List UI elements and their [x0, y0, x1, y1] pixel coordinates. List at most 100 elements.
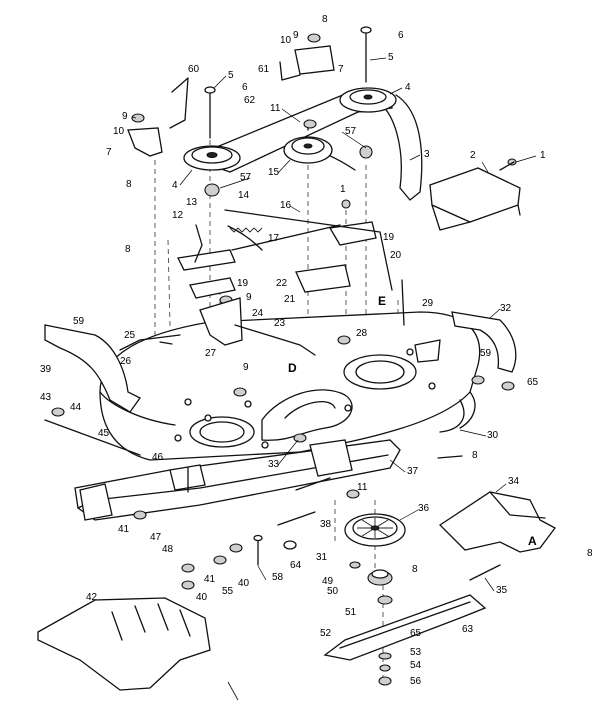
callout-40: 40 [196, 592, 208, 603]
callout-4: 4 [405, 82, 411, 93]
side-arms [44, 311, 517, 413]
blade [323, 594, 487, 661]
mulch-plate [438, 491, 556, 553]
callout-65: 65 [410, 628, 422, 639]
callout-10: 10 [113, 126, 125, 137]
leader-lines [131, 57, 537, 592]
callout-65: 65 [527, 377, 539, 388]
callout-48: 48 [162, 544, 174, 555]
callout-1: 1 [340, 184, 346, 195]
rods-springs [44, 77, 515, 581]
callout-9: 9 [246, 292, 252, 303]
callout-39: 39 [40, 364, 52, 375]
callout-47: 47 [150, 532, 162, 543]
callout-34: 34 [508, 476, 520, 487]
callout-38: 38 [320, 519, 332, 530]
mower-deck [99, 311, 481, 461]
callout-60: 60 [188, 64, 200, 75]
callout-8: 8 [412, 564, 418, 575]
callout-10: 10 [280, 35, 292, 46]
callout-11: 11 [357, 482, 368, 493]
callout-19: 19 [383, 232, 395, 243]
callout-4: 4 [172, 180, 178, 191]
callout-54: 54 [410, 660, 422, 671]
callout-42: 42 [86, 592, 98, 603]
callout-25: 25 [124, 330, 136, 341]
callout-8: 8 [587, 548, 593, 559]
callout-2: 2 [470, 150, 476, 161]
callout-19: 19 [237, 278, 249, 289]
callout-28: 28 [356, 328, 368, 339]
marker-e: E [378, 294, 386, 308]
marker-a: A [528, 534, 537, 548]
callout-22: 22 [276, 278, 288, 289]
callout-5: 5 [388, 52, 394, 63]
callout-1: 1 [540, 150, 546, 161]
brackets [127, 45, 377, 346]
callout-9: 9 [293, 30, 299, 41]
callout-41: 41 [204, 574, 216, 585]
callout-31: 31 [316, 552, 328, 563]
callout-55: 55 [222, 586, 234, 597]
callout-44: 44 [70, 402, 82, 413]
callout-59: 59 [480, 348, 492, 359]
callout-57: 57 [240, 172, 252, 183]
callout-8: 8 [472, 450, 478, 461]
callout-40: 40 [238, 578, 250, 589]
callout-45: 45 [98, 428, 110, 439]
deck-edge-30 [439, 399, 465, 433]
callout-53: 53 [410, 647, 422, 658]
callout-6: 6 [242, 82, 248, 93]
callout-8: 8 [125, 244, 131, 255]
callout-20: 20 [390, 250, 402, 261]
callout-51: 51 [345, 607, 357, 618]
reference-tick [227, 681, 239, 701]
callout-62: 62 [244, 95, 256, 106]
callout-52: 52 [320, 628, 332, 639]
callout-63: 63 [462, 624, 474, 635]
callout-27: 27 [205, 348, 217, 359]
callout-16: 16 [280, 200, 292, 211]
callout-14: 14 [238, 190, 250, 201]
callout-3: 3 [424, 149, 430, 160]
discharge-chute [37, 597, 211, 691]
callout-12: 12 [172, 210, 184, 221]
callout-9: 9 [122, 111, 128, 122]
callout-5: 5 [228, 70, 234, 81]
front-baffle [74, 439, 401, 521]
callout-32: 32 [500, 303, 512, 314]
callout-43: 43 [40, 392, 52, 403]
callout-56: 56 [410, 676, 422, 687]
callout-labels: 1 1 2 3 4 4 5 5 6 6 7 7 8 8 8 8 8 8 9 9 … [40, 14, 593, 687]
callout-35: 35 [496, 585, 508, 596]
callout-23: 23 [274, 318, 286, 329]
belt-guard [429, 167, 521, 231]
callout-17: 17 [268, 233, 280, 244]
callout-61: 61 [258, 64, 270, 75]
callout-41: 41 [118, 524, 130, 535]
callout-21: 21 [284, 294, 296, 305]
callout-57: 57 [345, 126, 357, 137]
callout-33: 33 [268, 459, 280, 470]
callout-37: 37 [407, 466, 419, 477]
callout-29: 29 [422, 298, 434, 309]
marker-d: D [288, 361, 297, 375]
callout-26: 26 [120, 356, 132, 367]
callout-13: 13 [186, 197, 198, 208]
callout-6: 6 [398, 30, 404, 41]
callout-59: 59 [73, 316, 85, 327]
callout-46: 46 [152, 452, 164, 463]
callout-24: 24 [252, 308, 264, 319]
callout-49: 49 [322, 576, 334, 587]
callout-7: 7 [106, 147, 112, 158]
callout-8: 8 [126, 179, 132, 190]
letter-markers: A D E [288, 294, 537, 548]
pulleys [183, 87, 406, 586]
callout-11: 11 [270, 103, 281, 114]
callout-64: 64 [290, 560, 302, 571]
callout-36: 36 [418, 503, 430, 514]
callout-8: 8 [322, 14, 328, 25]
callout-7: 7 [338, 64, 344, 75]
callout-58: 58 [272, 572, 284, 583]
